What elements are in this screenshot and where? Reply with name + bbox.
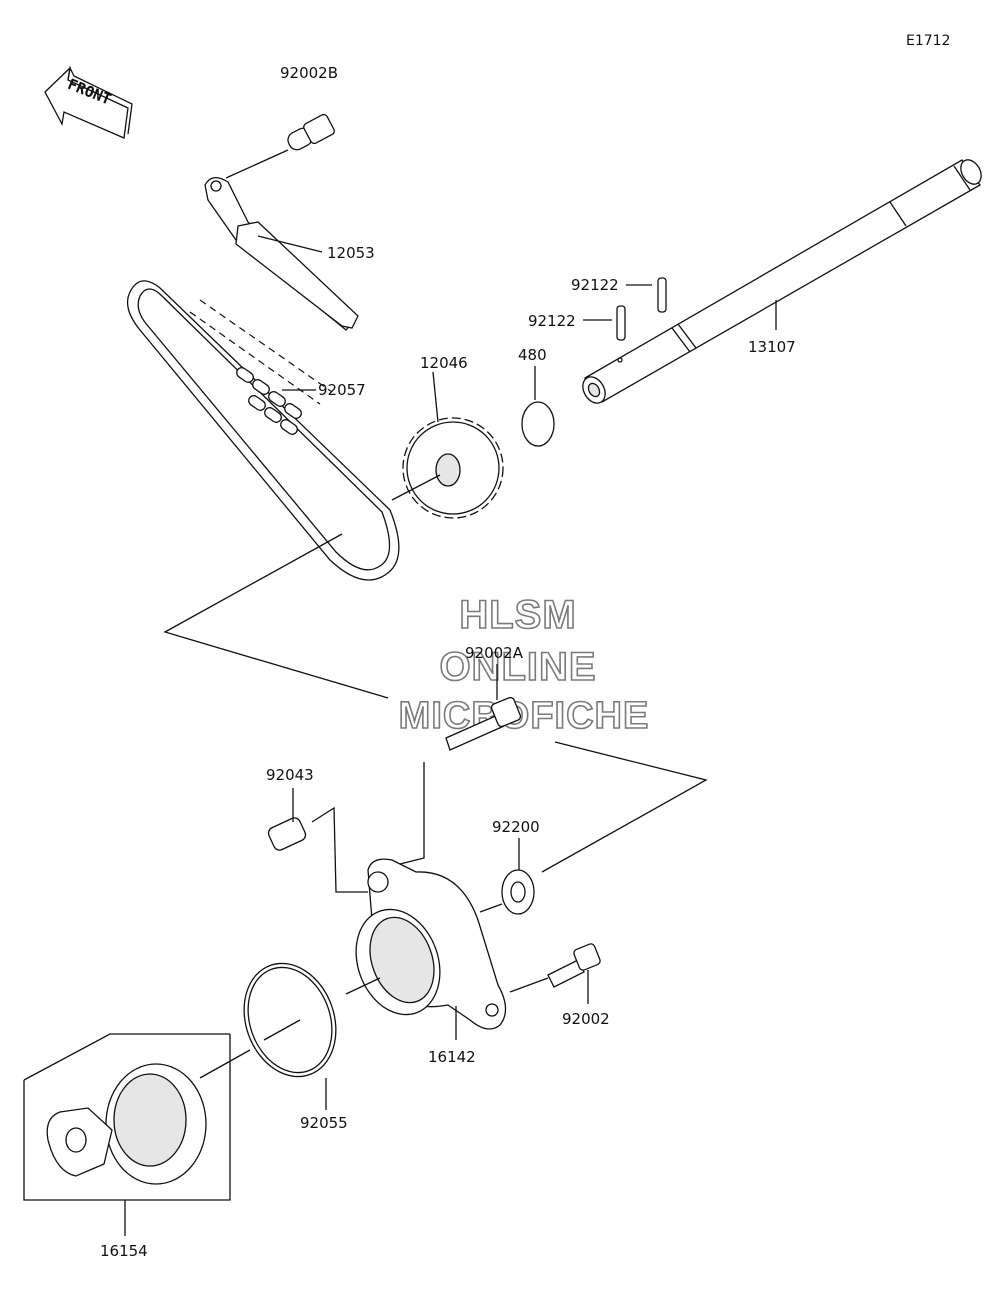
washer-92200-icon[interactable] [501,838,535,915]
part-label-480[interactable]: 480 [518,346,547,364]
chain-92057-icon[interactable] [126,280,400,581]
bolt-92002-icon[interactable] [547,943,601,1004]
part-label-12053[interactable]: 12053 [327,244,375,262]
part-label-92002A[interactable]: 92002A [465,644,524,662]
part-label-92057[interactable]: 92057 [318,381,366,399]
chain-links [236,367,302,435]
diagram-code: E1712 [906,33,950,49]
part-label-92055[interactable]: 92055 [300,1114,348,1132]
pump-body-16142-icon[interactable] [342,858,507,1040]
watermark-line2: ONLINE [439,645,596,689]
circlip-480-icon[interactable] [521,366,555,447]
part-label-92200[interactable]: 92200 [492,818,540,836]
o-ring-92055-icon[interactable] [229,950,351,1110]
rotor-set-16154-icon[interactable] [23,1033,231,1236]
dowel-92043-icon[interactable] [267,788,308,852]
part-label-92002B[interactable]: 92002B [280,64,338,82]
part-label-12046[interactable]: 12046 [420,354,468,372]
part-label-16142[interactable]: 16142 [428,1048,476,1066]
sprocket-12046-icon[interactable] [391,371,504,519]
watermark: HLSM ONLINE MICROFICHE [398,592,650,738]
part-label-92043[interactable]: 92043 [266,766,314,784]
front-arrow-icon: FRONT [44,65,133,139]
leader-lines [163,533,708,1079]
part-label-92002[interactable]: 92002 [562,1010,610,1028]
bolt-92002A-icon[interactable] [445,664,522,751]
shaft-13107-icon[interactable] [578,156,985,407]
pins-92122-icon[interactable] [583,277,667,341]
part-label-92122-upper[interactable]: 92122 [571,276,619,294]
bolt-92002B-icon[interactable] [225,113,336,179]
watermark-line3: MICROFICHE [399,695,650,737]
part-label-13107[interactable]: 13107 [748,338,796,356]
part-label-92122-lower[interactable]: 92122 [528,312,576,330]
part-labels: 92002B 12053 92057 12046 480 92122 92122… [100,64,796,1260]
chain-guide-12053-icon[interactable] [204,177,359,331]
watermark-line1: HLSM [459,593,576,637]
part-label-16154[interactable]: 16154 [100,1242,148,1260]
